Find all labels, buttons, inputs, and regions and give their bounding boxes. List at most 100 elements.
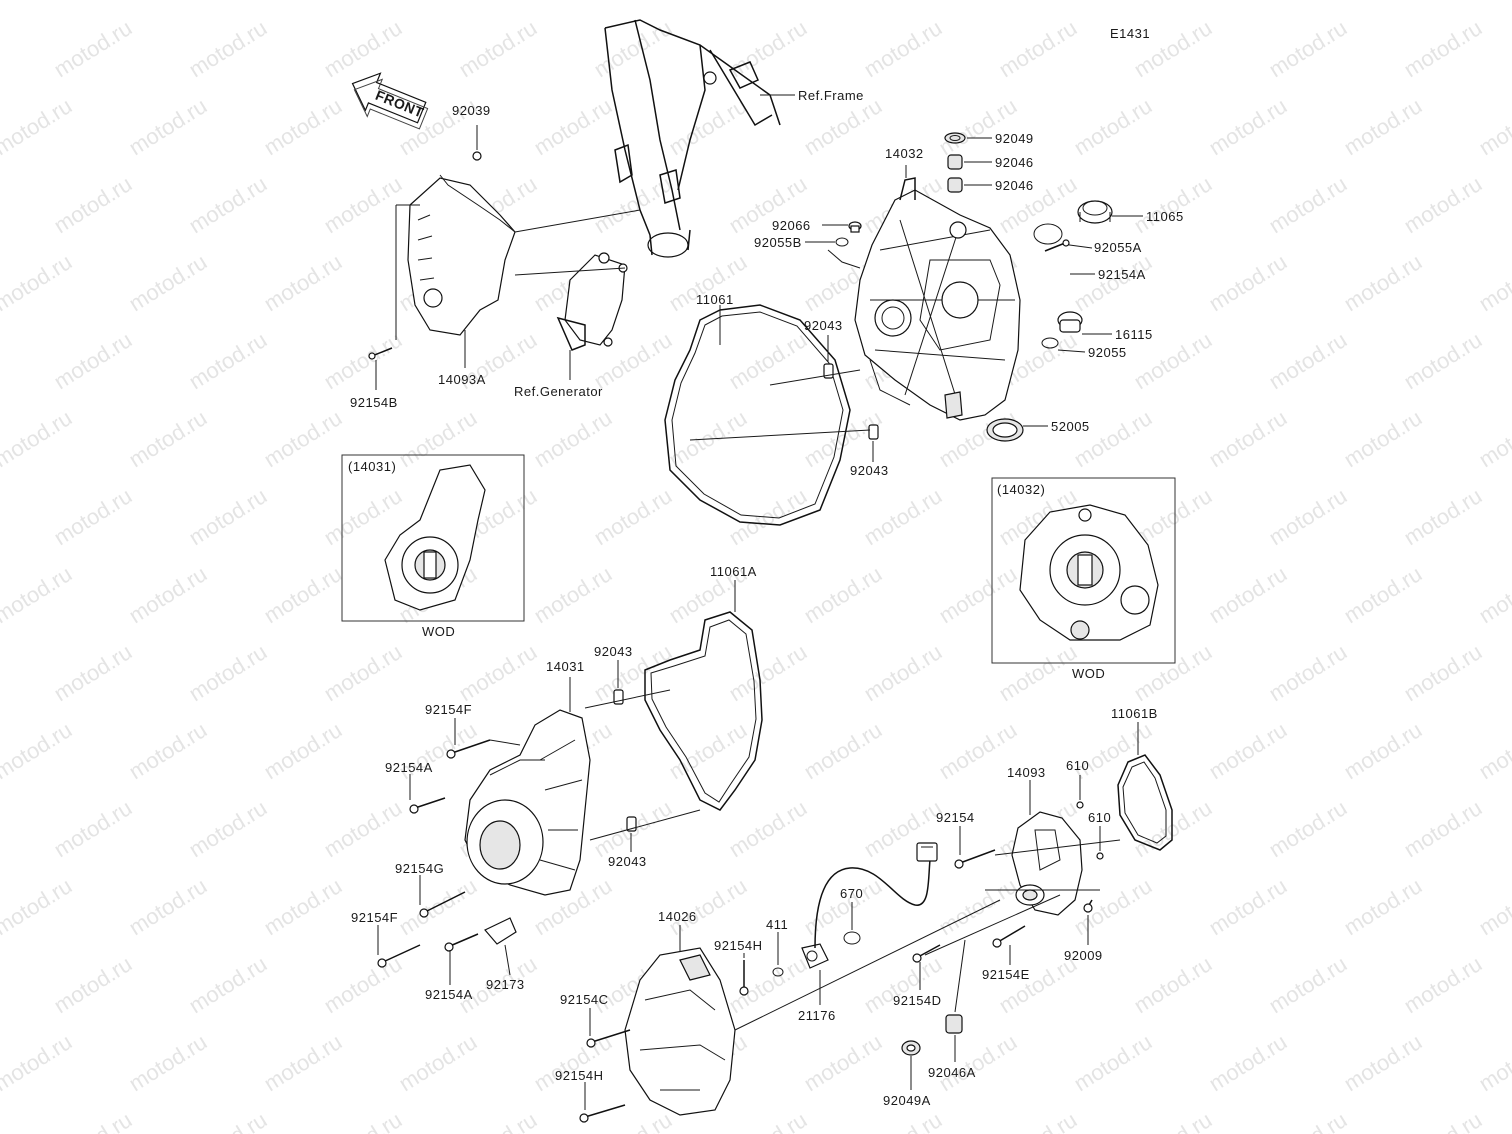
label-92154f-low: 92154F — [351, 910, 398, 925]
bolt-92154a-left-icon — [409, 797, 446, 814]
gasket-11061b — [1117, 754, 1173, 851]
inset-14032-caption: WOD — [1072, 666, 1105, 681]
collar-92046-icon — [947, 154, 963, 170]
oring-670-icon — [843, 931, 861, 945]
clamp-92173-icon — [484, 917, 517, 945]
bolt-92039-icon — [472, 151, 482, 161]
gasket-11061 — [664, 304, 851, 526]
bolt-92154f-low-icon — [377, 944, 421, 968]
label-14093: 14093 — [1007, 765, 1046, 780]
bolt-92154a-low-icon — [444, 933, 479, 952]
bolt-92154h-low-icon — [579, 1104, 626, 1123]
label-92043-bottom: 92043 — [608, 854, 647, 869]
oring-92055a-icon — [1033, 223, 1063, 245]
collar-92046a-icon — [945, 1014, 963, 1034]
diagram-id: E1431 — [1110, 26, 1150, 41]
label-92046-top: 92046 — [995, 155, 1034, 170]
label-92173: 92173 — [486, 977, 525, 992]
label-92154f-top: 92154F — [425, 702, 472, 717]
label-92043-mid: 92043 — [850, 463, 889, 478]
seal-52005-icon — [986, 418, 1024, 442]
label-92049: 92049 — [995, 131, 1034, 146]
bolt-92154d-icon — [912, 944, 941, 963]
bolt-92154c-icon — [586, 1029, 631, 1048]
label-92154d: 92154D — [893, 993, 942, 1008]
inset-14031-caption: WOD — [422, 624, 455, 639]
bolt-92154a-top-icon — [1044, 239, 1070, 252]
label-92154b: 92154B — [350, 395, 398, 410]
inset-14032-part: (14032) — [997, 482, 1045, 497]
washer-411-icon — [772, 967, 784, 977]
label-92066: 92066 — [772, 218, 811, 233]
label-14032: 14032 — [885, 146, 924, 161]
oring-92055-icon — [1041, 337, 1059, 349]
gasket-11061a — [644, 611, 763, 811]
bolt-92154-icon — [954, 849, 996, 869]
label-92009: 92009 — [1064, 948, 1103, 963]
label-92154h-mid: 92154H — [714, 938, 763, 953]
collar-92046b-icon — [947, 177, 963, 193]
label-16115: 16115 — [1115, 327, 1153, 342]
bolt-92009-icon — [1083, 899, 1093, 913]
cap-11065-icon — [1077, 200, 1113, 224]
sprocket-cover-14093a — [407, 174, 516, 336]
label-92154h-low: 92154H — [555, 1068, 604, 1083]
label-92055: 92055 — [1088, 345, 1127, 360]
washer-92055b-icon — [835, 237, 849, 247]
dowel-92043-mid-icon — [868, 424, 879, 440]
label-92154a-top: 92154A — [1098, 267, 1146, 282]
plug-16115-icon — [1057, 311, 1083, 333]
label-610-low: 610 — [1088, 810, 1111, 825]
label-92154: 92154 — [936, 810, 975, 825]
label-92046a: 92046A — [928, 1065, 976, 1080]
label-52005: 52005 — [1051, 419, 1090, 434]
label-92046-mid: 92046 — [995, 178, 1034, 193]
label-92154g: 92154G — [395, 861, 444, 876]
label-411: 411 — [766, 917, 788, 932]
bolt-92154g-icon — [419, 891, 466, 918]
label-92043-lower: 92043 — [594, 644, 633, 659]
bolt-92154f-top-icon — [446, 739, 491, 759]
inset-14031-wod: (14031) WOD — [341, 454, 525, 639]
ref-frame-label: Ref.Frame — [798, 88, 864, 103]
ref-generator-label: Ref.Generator — [514, 384, 603, 399]
label-92154a-low: 92154A — [425, 987, 473, 1002]
label-92154e: 92154E — [982, 967, 1030, 982]
bracket-generator-ref — [556, 252, 628, 351]
label-92039: 92039 — [452, 103, 491, 118]
plug-92066-icon — [848, 221, 862, 233]
label-21176: 21176 — [798, 1008, 836, 1023]
inset-14031-part: (14031) — [348, 459, 396, 474]
label-11061: 11061 — [696, 292, 734, 307]
label-670: 670 — [840, 886, 863, 901]
front-arrow-icon: FRONT — [351, 72, 429, 130]
dowel-610-top-icon — [1076, 801, 1084, 809]
generator-cover-14031 — [464, 709, 591, 896]
dowel-610-low-icon — [1096, 852, 1104, 860]
label-11061b: 11061B — [1111, 706, 1158, 721]
label-92055a: 92055A — [1094, 240, 1142, 255]
label-14093a: 14093A — [438, 372, 486, 387]
label-92055b: 92055B — [754, 235, 802, 250]
seal-92049a-icon — [901, 1040, 921, 1056]
label-92154a-left: 92154A — [385, 760, 433, 775]
label-92049a: 92049A — [883, 1093, 931, 1108]
label-14026: 14026 — [658, 909, 697, 924]
label-92154c: 92154C — [560, 992, 609, 1007]
oil-seal-92049-icon — [944, 132, 966, 144]
bolt-92154e-icon — [992, 925, 1026, 948]
cover-14093 — [1011, 811, 1083, 916]
sprocket-cover-14026 — [624, 947, 736, 1116]
dowel-92043-bottom-icon — [626, 816, 637, 832]
sensor-21176 — [801, 842, 938, 969]
bolt-92154b-icon — [368, 347, 393, 360]
label-11061a: 11061A — [710, 564, 757, 579]
frame-reference: Ref.Frame — [604, 19, 864, 258]
label-11065: 11065 — [1146, 209, 1184, 224]
bolt-92154h-mid-icon — [739, 960, 749, 996]
label-92043-top: 92043 — [804, 318, 843, 333]
clutch-cover-14032 — [854, 177, 1021, 421]
inset-14032-wod: (14032) WOD — [991, 477, 1176, 681]
label-610-top: 610 — [1066, 758, 1089, 773]
